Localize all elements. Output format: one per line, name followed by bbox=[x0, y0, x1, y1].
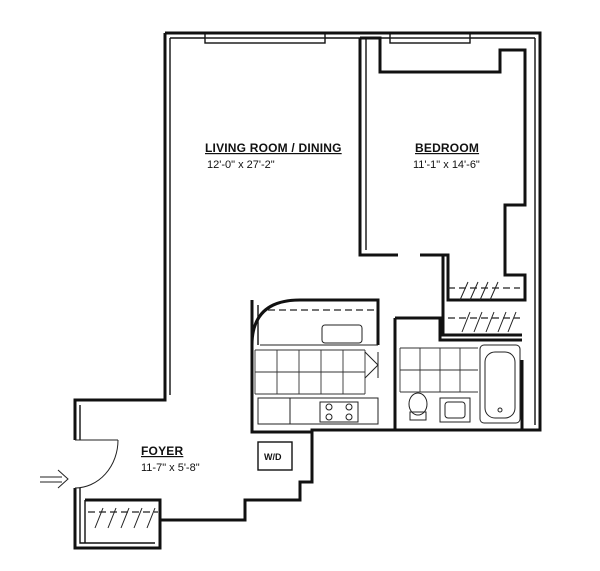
bathtub bbox=[479, 344, 521, 424]
washer-dryer-closet: W/D bbox=[257, 441, 293, 471]
bedroom-walls bbox=[358, 36, 527, 302]
bedroom-dims: 11'-1" x 14'-6" bbox=[413, 159, 480, 171]
kitchen bbox=[250, 298, 380, 434]
washer-dryer-label: W/D bbox=[264, 452, 282, 462]
foyer-closet bbox=[84, 498, 162, 543]
kitchen-tile-floor bbox=[254, 349, 366, 395]
stove bbox=[319, 401, 359, 423]
kitchen-door-swing bbox=[364, 351, 379, 379]
bath-tile-floor bbox=[399, 347, 478, 393]
bath-vanity bbox=[439, 397, 471, 423]
toilet bbox=[408, 392, 428, 416]
kitchen-sink bbox=[321, 324, 363, 344]
foyer-name: FOYER bbox=[141, 444, 183, 458]
foyer-dims: 11-7" x 5'-8" bbox=[141, 462, 200, 474]
entry-door[interactable] bbox=[74, 439, 119, 489]
living-room-name: LIVING ROOM / DINING bbox=[205, 141, 342, 155]
top-windows bbox=[204, 32, 471, 44]
bathroom bbox=[393, 316, 524, 430]
entry-arrow-icon bbox=[40, 469, 69, 489]
living-room-dims: 12'-0" x 27'-2" bbox=[207, 159, 275, 171]
bedroom-name: BEDROOM bbox=[415, 141, 479, 155]
bedroom-closet bbox=[441, 255, 522, 337]
